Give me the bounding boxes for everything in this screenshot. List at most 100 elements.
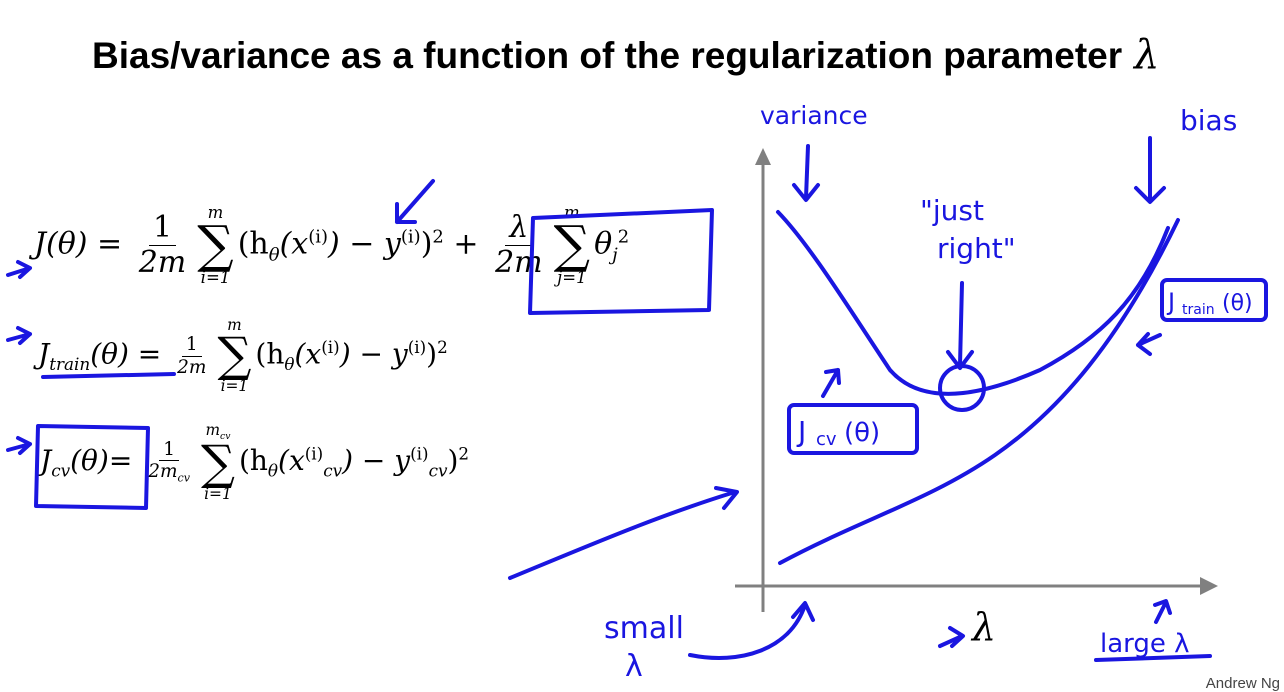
plus-sign: + [453, 226, 479, 262]
index-superscript: (i) [400, 226, 421, 248]
sigma-symbol: ∑ [217, 328, 252, 384]
j-subscript: j [612, 244, 618, 266]
index-superscript: (i) [410, 443, 429, 464]
cv-subscript: cv [323, 460, 343, 481]
just-right-arrow-icon [946, 281, 974, 370]
denominator-base: 2m [148, 461, 178, 483]
square-exponent: 2 [432, 226, 444, 248]
square-exponent: 2 [437, 337, 448, 358]
lambda-arrow-icon [938, 626, 965, 648]
theta-term: θ [594, 226, 613, 262]
arrow-cost-icon [6, 260, 32, 279]
hypothesis-open: (h [238, 443, 268, 477]
jcv-curve [776, 210, 1170, 396]
just-right-circle [938, 364, 986, 412]
index-superscript: (i) [304, 443, 324, 464]
train-subscript: train [49, 354, 91, 375]
jtrain-curve [778, 218, 1180, 565]
cv-lhs: (θ) [70, 443, 109, 477]
fraction-numerator: λ [505, 210, 533, 247]
jcv-label-box [787, 403, 919, 455]
train-lhs: (θ) = [90, 337, 162, 371]
x-axis-arrowhead [1200, 577, 1218, 595]
sum-upper: m [227, 316, 242, 334]
hypothesis-open: (h [255, 337, 285, 371]
theta-subscript: θ [267, 460, 279, 481]
jcv-label: J cv (θ) [787, 403, 919, 455]
sigma-symbol: ∑ [553, 215, 591, 275]
sum-lower: i=1 [204, 484, 232, 503]
hypothesis-open: (h [237, 226, 269, 262]
jcv-arrow-icon [821, 368, 841, 398]
small-lambda-arrow-icon [688, 601, 815, 660]
jcv-label-sub: cv [816, 429, 837, 450]
large-lambda-arrow-icon [1153, 599, 1172, 624]
jtrain-label-j: J [1166, 288, 1175, 316]
minus-y: ) − y [328, 226, 401, 262]
fraction-denominator: 2mcv [144, 461, 194, 485]
square-exponent: 2 [617, 226, 630, 248]
jcv-label-j: J [796, 415, 806, 448]
cv-subscript: cv [428, 460, 448, 481]
sum-lower: i=1 [200, 267, 231, 287]
hypothesis-arg: (x [279, 226, 309, 262]
arrow-regularization-icon [395, 179, 435, 224]
small-label: small [604, 611, 684, 646]
sum-upper: m [207, 203, 224, 222]
square-exponent: 2 [458, 443, 470, 464]
bias-arrow-icon [1134, 136, 1166, 204]
cv-subscript: cv [51, 460, 71, 481]
bias-label: bias [1180, 104, 1237, 137]
regularization-box [528, 208, 714, 315]
close-paren: ) [426, 337, 438, 371]
summation: m∑i=1 [197, 203, 233, 287]
large-lambda-label: large λ [1100, 629, 1190, 659]
fraction-numerator: 1 [159, 439, 179, 462]
fraction-numerator: 1 [181, 334, 202, 357]
j-symbol: J [38, 337, 50, 371]
index-superscript: (i) [308, 226, 328, 248]
variance-label: variance [760, 101, 868, 130]
index-superscript: (i) [321, 337, 340, 358]
small-lambda-label: λ [625, 649, 643, 684]
sum-upper: mcv [205, 422, 231, 443]
index-superscript: (i) [407, 337, 427, 358]
cv-box [34, 424, 150, 510]
minus-y: ) − y [339, 337, 408, 371]
x-axis-label: λ [970, 605, 996, 649]
regularization-summation: m∑j=1 [553, 204, 591, 287]
theta-subscript: θ [268, 244, 280, 266]
hypothesis-arg: (x [278, 443, 305, 477]
just-right-label-line1: "just [920, 194, 984, 227]
just-right-label-line2: right" [937, 232, 1016, 265]
jtrain-label-box [1160, 278, 1268, 322]
fraction-numerator: 1 [148, 210, 177, 247]
jtrain-label-sub: train [1182, 302, 1215, 318]
fraction-denominator: 2m [138, 245, 187, 281]
minus-y: ) − y [342, 443, 411, 477]
slide-title: Bias/variance as a function of the regul… [92, 32, 1172, 90]
train-underline [41, 372, 176, 379]
equals-sign: = [108, 443, 133, 477]
cv-subscript: cv [177, 472, 190, 486]
sigma-symbol: ∑ [200, 436, 235, 492]
slide-title-text: Bias/variance as a function of the regul… [92, 35, 1123, 76]
cv-subscript: cv [220, 431, 231, 443]
sum-lower: i=1 [220, 376, 249, 395]
theta-subscript: θ [284, 354, 295, 375]
variance-arrow-icon [792, 144, 820, 202]
summation: mcv∑i=1 [200, 422, 235, 503]
arrow-train-icon [6, 326, 32, 345]
close-paren: ) [447, 443, 459, 477]
fraction-denominator: 2m [495, 245, 543, 281]
sum-lower: j=1 [557, 267, 587, 287]
jcv-label-theta: (θ) [844, 418, 880, 448]
long-arrow-icon [508, 486, 739, 580]
